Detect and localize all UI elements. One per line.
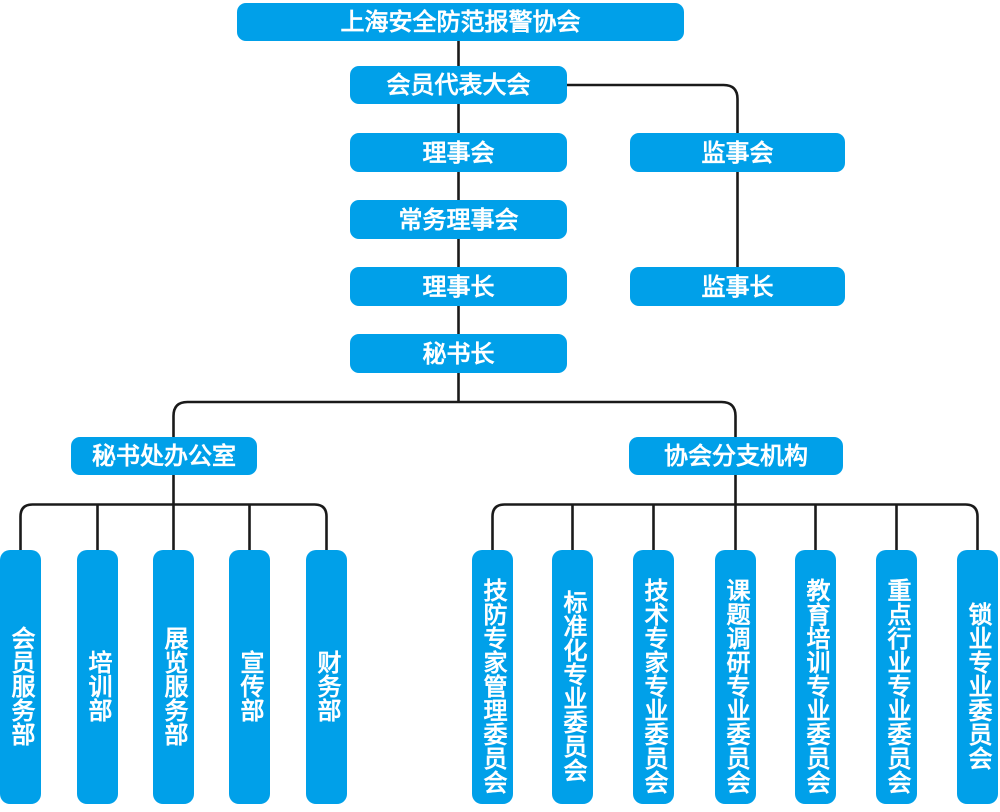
committee-1: 标准化专业委员会: [552, 550, 593, 804]
committee-6: 锁业专业委员会: [957, 550, 998, 804]
line-office-rail: [19, 503, 328, 551]
office-dept-0: 会员服务部: [0, 550, 41, 804]
node-assembly: 会员代表大会: [350, 66, 567, 104]
committee-label-0: 技防专家管理委员会: [479, 577, 507, 794]
node-standing-council: 常务理事会: [350, 200, 567, 239]
committee-4: 教育培训专业委员会: [795, 550, 836, 804]
node-chairman-label: 理事长: [422, 272, 495, 301]
office-dept-label-3: 宣传部: [236, 649, 264, 722]
committee-label-4: 教育培训专业委员会: [802, 577, 830, 794]
committee-5: 重点行业专业委员会: [876, 550, 917, 804]
node-chief-supervisor-label: 监事长: [701, 272, 774, 301]
office-dept-4: 财务部: [306, 550, 347, 804]
office-dept-1: 培训部: [77, 550, 118, 804]
node-branches-label: 协会分支机构: [664, 442, 808, 470]
line-branches-rail: [491, 503, 979, 551]
node-council-label: 理事会: [422, 138, 495, 167]
committee-label-2: 技术专家专业委员会: [640, 577, 668, 794]
committee-label-5: 重点行业专业委员会: [883, 577, 911, 794]
committee-0: 技防专家管理委员会: [472, 550, 513, 804]
node-secretariat-office: 秘书处办公室: [71, 437, 257, 475]
node-chief-supervisor: 监事长: [630, 267, 845, 306]
office-dept-label-1: 培训部: [84, 649, 112, 722]
committee-label-1: 标准化专业委员会: [559, 589, 587, 782]
node-branches: 协会分支机构: [629, 437, 843, 475]
office-departments-group: 会员服务部 培训部 展览服务部 宣传部 财务部: [0, 550, 1000, 804]
branch-committees-group: 技防专家管理委员会 标准化专业委员会 技术专家专业委员会 课题调研专业委员会 教育培训专…: [0, 550, 1000, 804]
node-standing-council-label: 常务理事会: [398, 205, 519, 234]
node-supervisory-board-label: 监事会: [701, 138, 774, 167]
node-secretariat-office-label: 秘书处办公室: [92, 442, 236, 470]
node-council: 理事会: [350, 133, 567, 172]
office-dept-label-0: 会员服务部: [7, 625, 35, 746]
node-supervisory-board: 监事会: [630, 133, 845, 172]
line-secgen-split-rail: [172, 400, 737, 437]
committee-label-6: 锁业专业委员会: [964, 601, 992, 770]
node-secretary-general: 秘书长: [350, 334, 567, 373]
node-root: 上海安全防范报警协会: [237, 3, 684, 41]
office-dept-3: 宣传部: [229, 550, 270, 804]
office-dept-label-4: 财务部: [313, 649, 341, 722]
node-secretary-general-label: 秘书长: [422, 339, 495, 368]
office-dept-label-2: 展览服务部: [160, 625, 188, 746]
node-chairman: 理事长: [350, 267, 567, 306]
committee-2: 技术专家专业委员会: [633, 550, 674, 804]
node-root-label: 上海安全防范报警协会: [340, 8, 581, 36]
office-dept-2: 展览服务部: [153, 550, 194, 804]
node-assembly-label: 会员代表大会: [386, 71, 531, 99]
line-assembly-supervisory: [567, 83, 739, 133]
committee-label-3: 课题调研专业委员会: [722, 577, 750, 794]
committee-3: 课题调研专业委员会: [715, 550, 756, 804]
